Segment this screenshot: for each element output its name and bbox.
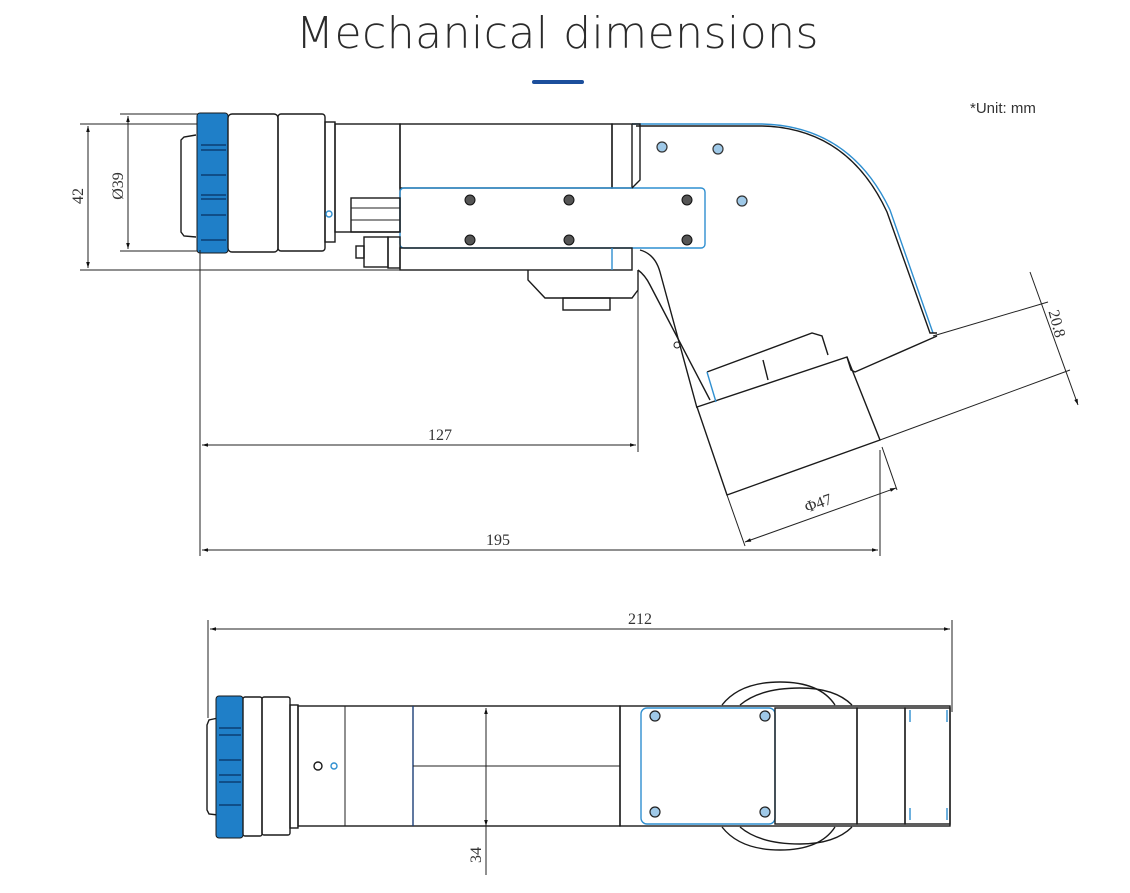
title-underline [532, 80, 584, 84]
dim-line-nozzle-diameter [744, 487, 897, 543]
side-view: 42 Ø39 [70, 112, 1079, 556]
dim-line-nozzle-offset [1029, 271, 1079, 406]
nozzle-housing [696, 356, 881, 496]
screw-icons [464, 194, 693, 246]
page-title: Mechanical dimensions [296, 8, 819, 59]
dim-length-to-nozzle-label: 195 [486, 532, 510, 549]
unit-note: *Unit: mm [970, 100, 1036, 117]
blue-knob-bottom [215, 695, 244, 839]
screw-icons-bottom [649, 710, 771, 818]
dim-nozzle-offset-label: 20.8 [1045, 308, 1069, 339]
dim-connector-diameter-label: Ø39 [110, 172, 127, 200]
dim-height-label: 42 [70, 188, 87, 204]
bottom-view: 212 34 [206, 611, 953, 875]
dim-length-to-handle-label: 127 [428, 427, 452, 444]
blue-knob [196, 112, 229, 254]
dim-nozzle-diameter-label: Φ47 [803, 491, 835, 516]
dim-total-length-label: 212 [628, 611, 652, 628]
head-housing [632, 123, 934, 334]
dim-width-label: 34 [468, 847, 485, 863]
